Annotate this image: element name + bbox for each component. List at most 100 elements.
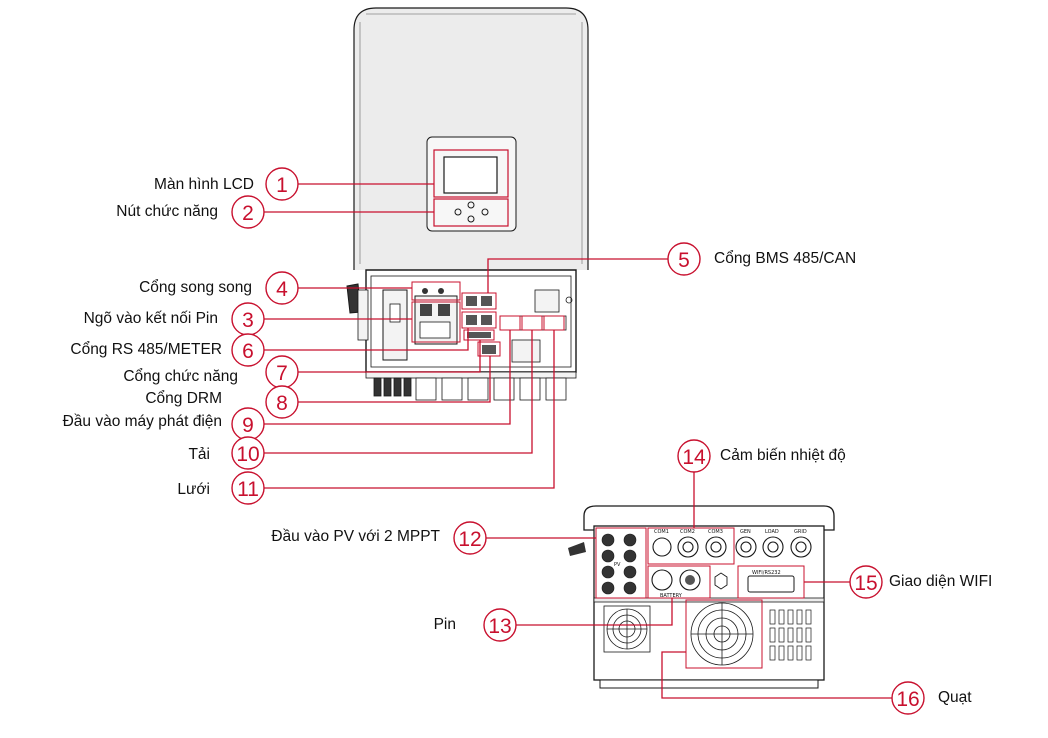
callout-2-number: 2 [242,202,254,225]
label-grid: Lưới [177,481,210,498]
callout-2-circle [231,195,265,229]
port-labels: COM1 COM2 COM3 GEN LOAD GRID [654,529,807,535]
callout-11-number: 11 [237,478,259,501]
breaker-lever [389,303,401,323]
bottom-view-base [599,679,819,689]
callout-4-circle [265,271,299,305]
callout-16-number: 16 [896,688,919,711]
lcd-screen [443,156,498,194]
label-lcd-screen: Màn hình LCD [154,176,254,193]
port-label-gen: GEN [740,529,751,535]
callout-6-number: 6 [242,340,254,363]
port-glands [652,536,812,558]
parallel-port-highlight [411,281,461,301]
ac-terminal-block [499,315,567,331]
callout-6-circle [231,333,265,367]
pv-cable-stub [568,542,586,556]
callout-3-number: 3 [242,309,254,332]
compartment-inner [370,275,572,368]
leader-8 [298,356,491,403]
battery-connector-core [685,575,695,585]
callout-13-circle [483,608,517,642]
bms-port-highlight [461,292,497,310]
leader-13 [516,598,673,626]
label-fan: Quạt [938,689,972,706]
callout-5-number: 5 [678,249,690,272]
callout-10-circle [231,436,265,470]
drm-port-highlight [477,341,501,357]
callout-11-circle [231,471,265,505]
label-parallel-port: Cổng song song [139,279,252,296]
bottom-view-lid [583,505,835,531]
port-label-com3: COM3 [708,529,723,535]
leader-16 [661,651,892,699]
label-drm-port: Cổng DRM [145,390,222,407]
leader-7 [298,340,481,373]
parallel-port-b [438,288,444,294]
fan-highlight [685,599,763,669]
vent-plug [714,572,728,590]
battery-marking: BATTERY [660,593,683,599]
function-button-enter [481,208,489,216]
ct-module [511,339,541,363]
label-rs485-port: Cổng RS 485/METER [70,341,222,358]
large-fan [690,602,754,666]
leader-11 [264,330,555,489]
pv-marking: PV [614,562,621,568]
pv-connectors-bottom [601,533,637,595]
callout-12-circle [453,521,487,555]
label-function-buttons: Nút chức năng [116,203,218,220]
drm-port [482,345,496,354]
label-battery-input: Ngõ vào kết nối Pin [83,310,218,327]
pv-connectors [373,377,412,397]
bms-port-a [466,296,477,306]
bottom-strip [365,371,577,379]
battery-plus-connector [651,569,673,591]
function-button-down [467,215,475,223]
rs485-port-highlight [461,311,497,329]
pv-connector-group-highlight [595,527,647,599]
label-wifi-interface: Giao diện WIFI [889,573,993,590]
callout-1-number: 1 [276,174,288,197]
label-battery: Pin [433,616,456,633]
callout-numbers: 1 2 4 3 5 6 7 8 9 10 11 12 13 14 15 16 [236,174,919,711]
callout-4-number: 4 [276,278,288,301]
leader-lines [264,183,892,699]
label-pv-input: Đầu vào PV với 2 MPPT [271,528,440,545]
callout-14-circle [677,439,711,473]
label-bms-port: Cổng BMS 485/CAN [714,250,857,267]
parallel-port-a [422,288,428,294]
side-bracket [357,289,369,341]
port-label-com1: COM1 [654,529,669,535]
leader-6 [264,328,469,351]
callout-15-number: 15 [854,572,877,595]
wifi-marking: WIFI/RS232 [752,570,781,576]
callout-13-number: 13 [488,615,511,638]
leader-5 [487,258,668,293]
rs485-port-b [481,315,492,325]
battery-terminal-block [419,321,451,339]
callout-1-circle [265,167,299,201]
bms-port-b [481,296,492,306]
label-generator-input: Đầu vào máy phát điện [62,413,222,430]
port-label-com2: COM2 [680,529,695,535]
callout-7-number: 7 [276,362,288,385]
lcd-highlight [433,149,509,198]
battery-terminal-minus [438,304,450,316]
battery-terminal-plus [420,304,432,316]
com-ports-highlight [647,527,735,565]
callout-8-number: 8 [276,392,288,415]
breaker [382,289,408,361]
callout-5-circle [667,242,701,276]
rs485-port-a [466,315,477,325]
callout-14-number: 14 [682,446,706,469]
wifi-port [747,575,795,593]
small-fan [603,605,651,653]
label-function-port: Cổng chức năng [123,368,238,385]
battery-connectors-highlight [647,565,711,599]
function-button-up [467,201,475,209]
callout-16-circle [891,681,925,715]
leader-9 [264,330,511,425]
callout-8-circle [265,385,299,419]
